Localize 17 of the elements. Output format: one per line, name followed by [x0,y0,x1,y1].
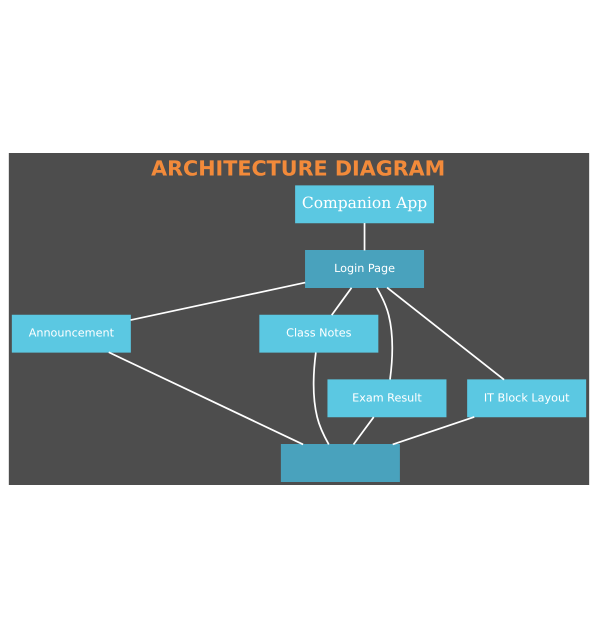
connector [330,286,352,316]
node-box: Login Page [305,250,424,288]
connector [352,416,374,444]
node-box: Class Notes [259,314,378,352]
node-box [280,444,400,482]
connector [364,222,366,250]
connector [392,416,475,445]
connector [376,286,394,380]
connector [312,352,330,444]
node-box: Exam Result [327,378,446,417]
connector [130,281,306,320]
connector [108,351,304,445]
node-box: IT Block Layout [467,378,586,417]
node-box: Announcement [12,314,131,352]
diagram-title: ARCHITECTURE DIAGRAM [151,156,446,180]
connector [386,286,505,380]
node-box: Companion App [295,184,434,223]
